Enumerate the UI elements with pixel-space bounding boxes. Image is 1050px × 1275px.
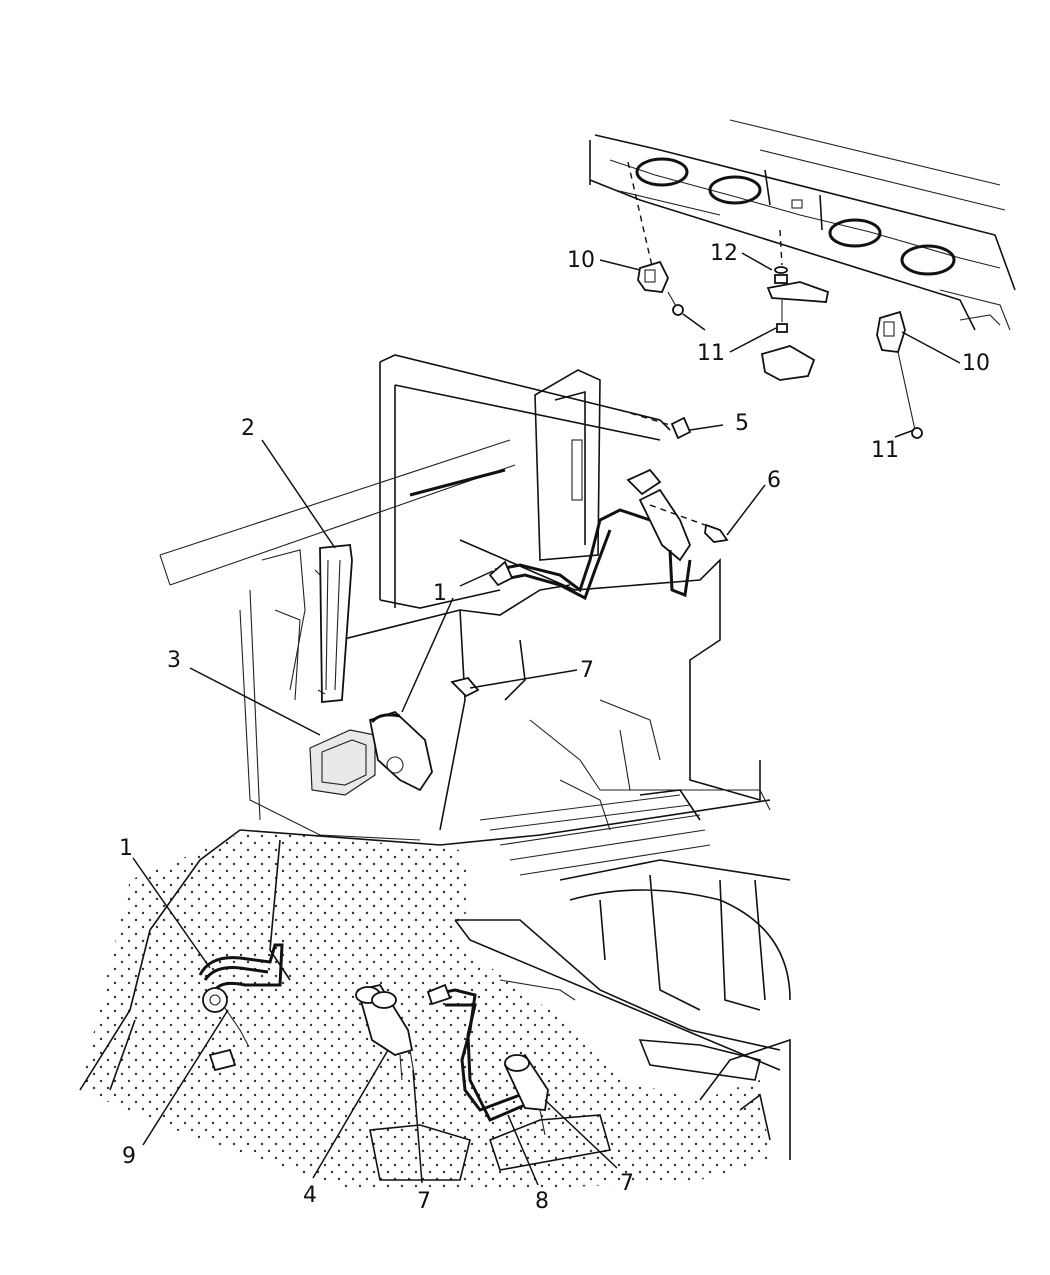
callout-labels: 1 1 2 3 4 5 6 7 7 7 8 9 10 10 11 11 11 1… xyxy=(119,241,990,1214)
anchor-bolt-upper xyxy=(649,504,729,543)
callout-7-floor-right: 7 xyxy=(620,1171,634,1196)
buckle-assembly-left xyxy=(355,983,416,1081)
callout-6: 6 xyxy=(767,468,781,493)
rear-header-panel xyxy=(589,119,1016,331)
leader-lines xyxy=(132,252,961,1186)
callout-11-right: 11 xyxy=(871,438,899,463)
anchor-assembly-center xyxy=(760,229,830,381)
cargo-floor xyxy=(79,789,791,1190)
callout-1-upper: 1 xyxy=(433,581,447,606)
callout-9: 9 xyxy=(122,1144,136,1169)
callout-12: 12 xyxy=(710,241,738,266)
callout-10-left: 10 xyxy=(567,248,595,273)
callout-11-left: 11 xyxy=(697,341,725,366)
callout-10-right: 10 xyxy=(962,351,990,376)
retractor-cover xyxy=(309,729,376,796)
callout-8: 8 xyxy=(535,1189,549,1214)
callout-7-mid: 7 xyxy=(580,658,594,683)
callout-7-floor-left: 7 xyxy=(417,1189,431,1214)
anchor-cover-left xyxy=(627,161,684,316)
callout-2: 2 xyxy=(241,416,255,441)
seat-belt-retractor-lower xyxy=(198,943,284,1072)
anchor-cover-right xyxy=(876,310,923,439)
callout-5: 5 xyxy=(735,411,749,436)
anchor-bolt-mid xyxy=(450,676,480,698)
quarter-trim-panel xyxy=(159,354,761,841)
callout-1-lower: 1 xyxy=(119,836,133,861)
buckle-assembly-right xyxy=(426,983,549,1136)
callout-3: 3 xyxy=(167,648,181,673)
seat-belt-guide-bar xyxy=(314,544,353,703)
trim-plug xyxy=(619,409,692,440)
seat-belt-retractor-upper xyxy=(368,468,692,792)
callout-4: 4 xyxy=(303,1183,317,1208)
